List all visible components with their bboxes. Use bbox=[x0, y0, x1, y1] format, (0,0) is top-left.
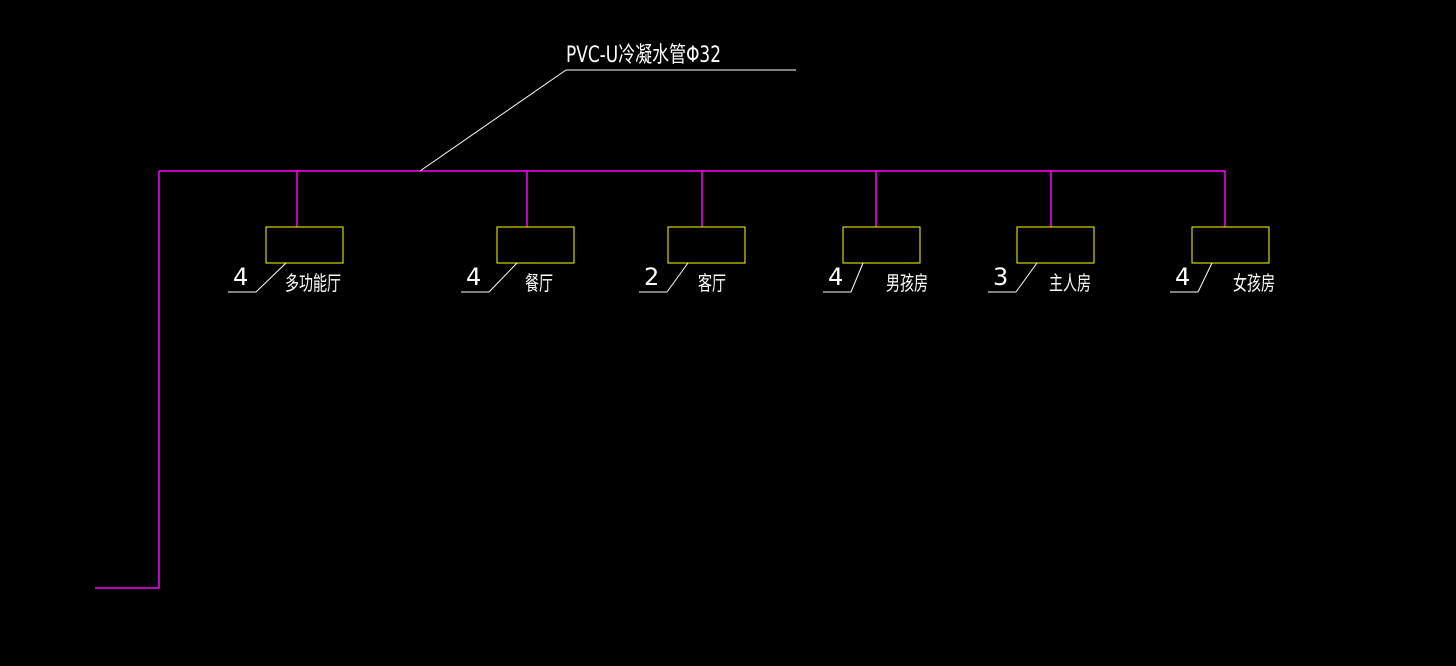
unit-box bbox=[1191, 226, 1270, 264]
unit-box bbox=[1016, 226, 1095, 264]
count-leader-diagonal bbox=[255, 262, 287, 293]
count-leader-diagonal bbox=[850, 262, 864, 293]
unit-count: 2 bbox=[644, 263, 659, 291]
fan-coil-unit: 3 主人房 bbox=[988, 171, 1095, 295]
unit-count: 3 bbox=[993, 263, 1008, 291]
count-leader-diagonal bbox=[488, 262, 518, 293]
fan-coil-unit: 2 客厅 bbox=[639, 171, 746, 295]
fan-coil-unit: 4 多功能厅 bbox=[228, 171, 344, 295]
room-name: 主人房 bbox=[1049, 271, 1091, 295]
unit-box bbox=[496, 226, 575, 264]
room-name: 女孩房 bbox=[1233, 271, 1275, 295]
main-pipe bbox=[95, 170, 1225, 589]
unit-box bbox=[265, 226, 344, 264]
leader-diagonal bbox=[419, 69, 567, 172]
unit-count: 4 bbox=[828, 263, 843, 291]
room-name: 客厅 bbox=[698, 271, 726, 295]
room-name: 餐厅 bbox=[525, 271, 553, 295]
fan-coil-unit: 4 女孩房 bbox=[1170, 171, 1275, 295]
count-leader-diagonal bbox=[666, 262, 689, 293]
room-name: 男孩房 bbox=[886, 271, 928, 295]
unit-box bbox=[842, 226, 921, 264]
count-leader-diagonal bbox=[1015, 262, 1038, 293]
pipe-label-leader bbox=[419, 69, 796, 172]
fan-coil-unit: 4 男孩房 bbox=[823, 171, 928, 295]
fan-coil-unit: 4 餐厅 bbox=[461, 171, 575, 295]
unit-count: 4 bbox=[1175, 263, 1190, 291]
units-layer: 4 多功能厅 4 餐厅 2 客厅 4 男孩房 3 主人房 4 女孩房 bbox=[228, 171, 1275, 295]
count-leader-diagonal bbox=[1197, 262, 1213, 293]
pipe-label: PVC-U冷凝水管Φ32 bbox=[566, 43, 721, 68]
unit-count: 4 bbox=[466, 263, 481, 291]
unit-count: 4 bbox=[233, 263, 248, 291]
room-name: 多功能厅 bbox=[285, 271, 341, 295]
unit-box bbox=[667, 226, 746, 264]
